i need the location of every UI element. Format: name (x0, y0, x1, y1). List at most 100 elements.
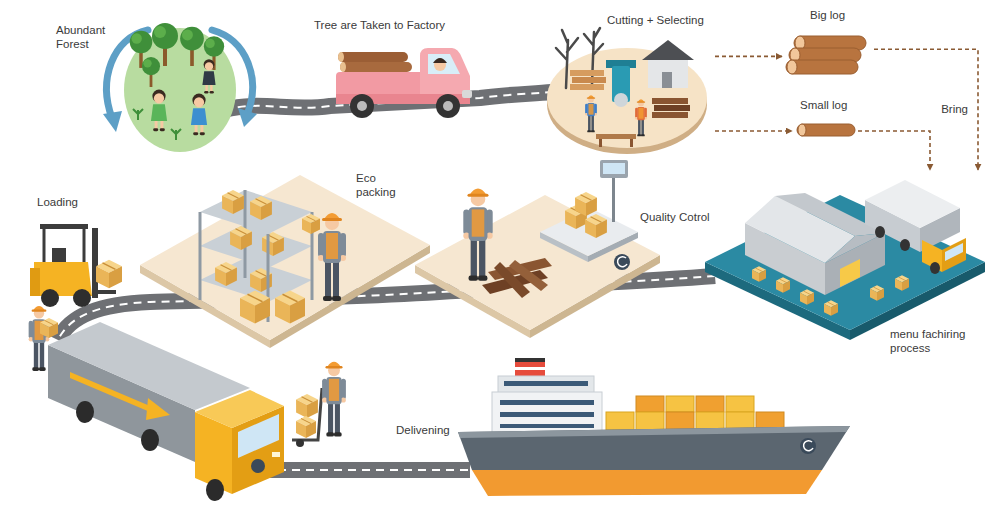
factory-scene (824, 300, 838, 315)
node-label: menu fachiring process (890, 328, 980, 356)
hand-truck-worker (296, 394, 318, 418)
delivery-truck (76, 401, 94, 423)
factory-scene (870, 285, 884, 300)
forest-scene (103, 111, 122, 132)
forklift (73, 289, 91, 307)
pickup-truck (340, 62, 346, 72)
node-label: Small log (800, 99, 847, 113)
forklift (43, 228, 46, 262)
eco-packing-scene (240, 291, 270, 324)
cutting-platform (572, 77, 606, 83)
cargo-ship (498, 376, 594, 394)
connector-group (715, 49, 978, 170)
eco-packing-scene (262, 232, 284, 256)
scene-label: Eco packing (356, 172, 402, 200)
cargo-ship (500, 412, 594, 417)
scene-label: Abundant Forest (56, 24, 114, 52)
label-anchor: Tree are Taken to Factory (314, 19, 445, 33)
pickup-truck (434, 59, 446, 71)
delivery-truck (141, 429, 159, 451)
pickup-truck (357, 101, 367, 111)
cargo-ship (726, 396, 754, 412)
forklift (30, 224, 122, 307)
cutting-platform (547, 48, 707, 148)
road (224, 92, 552, 110)
eco-packing-scene (199, 212, 202, 300)
cutting-station: Cutting + Selecting (545, 8, 715, 158)
cargo-ship (726, 412, 754, 430)
node-label: Big log (810, 9, 845, 23)
label-anchor: Delivening (396, 424, 450, 438)
pickup-truck (436, 94, 460, 118)
cutting-platform (648, 58, 688, 88)
cargo-ship (458, 358, 850, 496)
quality-control-scene (509, 260, 548, 291)
factory-scene (825, 233, 885, 263)
loading-worker (29, 306, 58, 371)
delivery-truck (238, 414, 279, 458)
forklift (92, 228, 98, 298)
small-log-node: Small log (792, 98, 858, 142)
factory-scene (875, 226, 885, 238)
delivery-truck (48, 322, 284, 501)
scene-label: Delivening (396, 424, 450, 438)
factory-scene (776, 277, 790, 292)
loading-worker (40, 318, 58, 338)
quality-control-scene (614, 254, 630, 270)
cargo-ship (492, 392, 602, 434)
hand-truck-worker (296, 439, 304, 447)
cargo-ship (804, 441, 813, 451)
big-log-node: Big log (782, 6, 874, 78)
delivery-truck (48, 322, 250, 410)
factory-scene (865, 180, 960, 228)
cutting-platform (630, 139, 633, 147)
cutting-platform (599, 139, 602, 147)
delivery-truck (146, 398, 170, 420)
road (224, 92, 552, 110)
factory-node: menu fachiring process (705, 170, 990, 365)
label-anchor: Abundant Forest (56, 24, 114, 52)
forest-scene (238, 108, 257, 127)
dashed-arrow (874, 49, 978, 170)
pickup-truck (340, 62, 412, 72)
forest-scene (202, 59, 215, 93)
eco-packing-scene (302, 214, 320, 234)
quality-control-scene (575, 192, 597, 216)
forest-scene (171, 129, 181, 140)
forklift (83, 228, 86, 262)
cargo-ship (696, 412, 724, 430)
cutting-platform (547, 28, 707, 154)
cutting-platform (662, 72, 672, 88)
cutting-platform (614, 93, 628, 107)
forest-scene (180, 27, 204, 66)
cargo-ship (696, 396, 724, 412)
eco-packing-scene (318, 213, 346, 301)
cargo-ship (666, 412, 694, 430)
forest-scene (151, 89, 167, 131)
eco-packing-scene (140, 175, 430, 348)
cargo-ship (636, 412, 664, 430)
hand-truck-worker (296, 416, 316, 438)
quality-control-scene (415, 195, 660, 330)
cargo-ship (606, 412, 634, 430)
label-anchor: Loading (37, 196, 78, 210)
cutting-platform (652, 112, 688, 118)
factory-scene (895, 275, 909, 290)
quality-control-scene (600, 160, 628, 178)
hand-truck-worker (292, 388, 322, 440)
scene-label: Tree are Taken to Factory (314, 19, 445, 33)
eco-packing-scene (200, 190, 312, 234)
pickup-truck (428, 54, 460, 74)
quality-control-scene (603, 163, 625, 174)
dashed-arrow (715, 130, 792, 132)
forest-scene (142, 57, 160, 87)
cargo-ship (472, 470, 822, 496)
factory-scene (930, 262, 940, 274)
big-logs (786, 36, 866, 74)
cutting-platform (596, 134, 636, 139)
factory-scene (840, 259, 860, 287)
big-logs (786, 60, 858, 74)
cargo-ship (458, 426, 850, 438)
cutting-platform (642, 40, 694, 60)
factory-scene (705, 180, 985, 340)
